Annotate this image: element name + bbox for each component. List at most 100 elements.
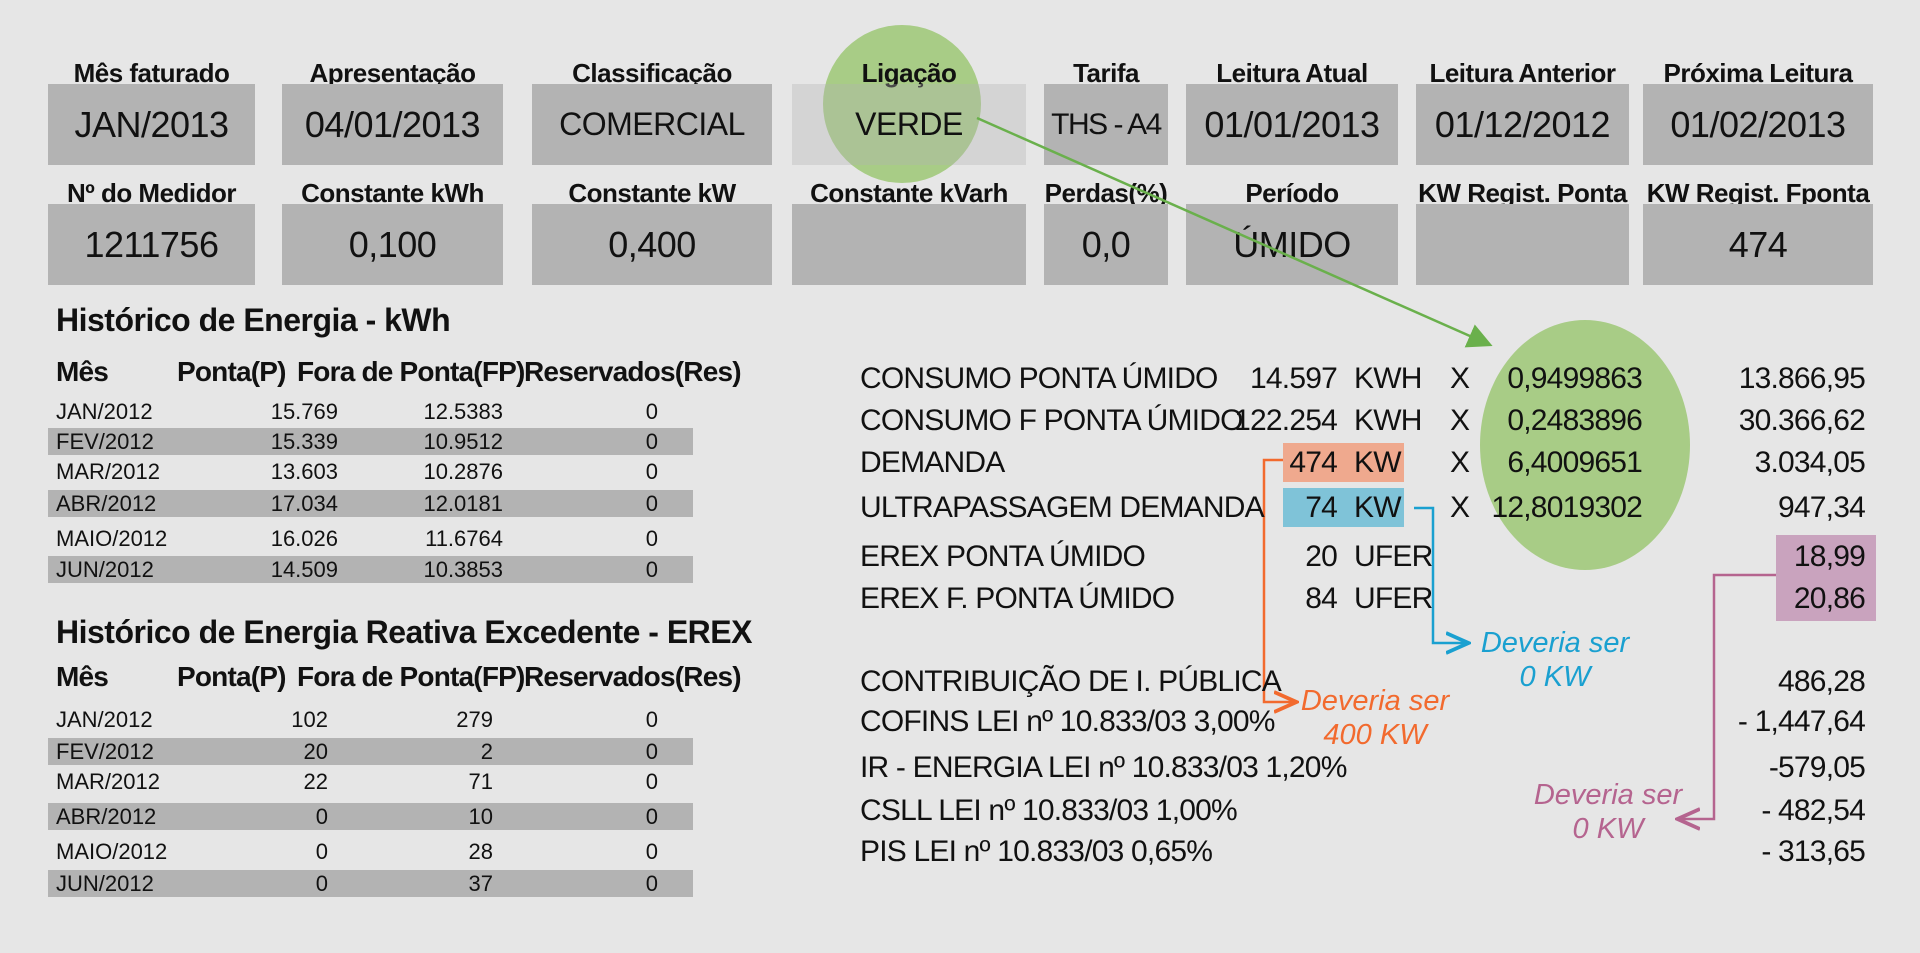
cell-month: JUN/2012	[56, 557, 154, 582]
cell-reservados: 0	[645, 804, 658, 829]
note-blue: Deveria ser 0 KW	[1470, 626, 1640, 694]
billing-unit: KW	[1354, 491, 1402, 524]
field-label-constante-kvarh: Constante kVarh	[810, 178, 1008, 208]
billing-amount: 30.366,62	[1738, 404, 1866, 437]
field-value-medidor: 1211756	[48, 204, 255, 285]
billing-desc: EREX PONTA ÚMIDO	[860, 540, 1146, 573]
cell-ponta: 14.509	[270, 557, 338, 582]
deduction-amount: - 1,447,64	[1737, 705, 1866, 738]
billing-unit: KWH	[1354, 404, 1422, 437]
field-label-tarifa: Tarifa	[1073, 58, 1139, 88]
highlight-circle-ligacao	[823, 25, 981, 183]
note-purple-line2: 0 KW	[1572, 813, 1644, 845]
billing-op: X	[1450, 446, 1470, 479]
table-row: ABR/2012 0 10 0	[48, 803, 693, 830]
billing-unit: KWH	[1354, 362, 1422, 395]
field-value-kw-regist-ponta	[1416, 204, 1629, 285]
note-orange-line2: 400 KW	[1323, 719, 1427, 751]
billing-op: X	[1450, 404, 1470, 437]
deduction-desc: IR - ENERGIA LEI nº 10.833/03 1,20%	[860, 751, 1347, 784]
cell-fora-ponta: 279	[456, 707, 493, 732]
cell-month: ABR/2012	[56, 491, 157, 516]
table-row: JAN/2012 15.769 12.5383 0	[48, 398, 693, 425]
billing-desc: ULTRAPASSAGEM DEMANDA	[860, 491, 1265, 524]
field-value-proxima-leitura: 01/02/2013	[1643, 84, 1873, 165]
field-label-mes-faturado: Mês faturado	[73, 58, 230, 88]
cell-ponta: 17.034	[270, 491, 338, 516]
cell-month: JAN/2012	[56, 399, 153, 424]
note-blue-line1: Deveria ser	[1480, 627, 1630, 659]
cell-fora-ponta: 2	[480, 739, 493, 764]
field-value-constante-kwh: 0,100	[282, 204, 503, 285]
field-label-proxima-leitura: Próxima Leitura	[1663, 58, 1853, 88]
billing-amount: 20,86	[1793, 582, 1866, 615]
billing-qty: 14.597	[1250, 362, 1338, 395]
cell-month: ABR/2012	[56, 804, 157, 829]
cell-fora-ponta: 37	[468, 871, 493, 896]
cell-fora-ponta: 12.0181	[423, 491, 503, 516]
cell-reservados: 0	[645, 459, 658, 484]
field-label-constante-kw: Constante kW	[568, 178, 736, 208]
highlight-circle-rates	[1480, 320, 1690, 570]
cell-fora-ponta: 10.2876	[423, 459, 503, 484]
billing-amount: 18,99	[1793, 540, 1866, 573]
billing-unit: UFER	[1354, 582, 1433, 615]
erex-highlight	[1776, 535, 1876, 621]
note-orange: Deveria ser 400 KW	[1290, 684, 1460, 752]
cell-fora-ponta: 10	[468, 804, 493, 829]
deduction-amount: 486,28	[1778, 665, 1866, 698]
cell-month: FEV/2012	[56, 429, 154, 454]
erex-history-title: Histórico de Energia Reativa Excedente -…	[56, 614, 752, 650]
billing-unit: UFER	[1354, 540, 1433, 573]
cell-reservados: 0	[645, 399, 658, 424]
table-row: FEV/2012 20 2 0	[48, 738, 693, 765]
cell-ponta: 16.026	[270, 526, 338, 551]
field-label-kw-regist-ponta: KW Regist. Ponta	[1418, 178, 1627, 208]
cell-fora-ponta: 10.3853	[423, 557, 503, 582]
billing-amount: 3.034,05	[1754, 446, 1866, 479]
field-label-constante-kwh: Constante kWh	[301, 178, 484, 208]
cell-month: MAIO/2012	[56, 839, 168, 864]
billing-desc: EREX F. PONTA ÚMIDO	[860, 582, 1175, 615]
deduction-amount: - 313,65	[1761, 835, 1865, 868]
table-row: MAIO/2012 16.026 11.6764 0	[48, 525, 693, 552]
field-value-constante-kw: 0,400	[532, 204, 772, 285]
cell-month: FEV/2012	[56, 739, 154, 764]
purple-connector	[1680, 573, 1776, 819]
cell-reservados: 0	[645, 871, 658, 896]
blue-connector	[1414, 506, 1466, 643]
field-value-mes-faturado: JAN/2013	[48, 84, 255, 165]
field-value-perdas: 0,0	[1044, 204, 1168, 285]
field-value-constante-kvarh	[792, 204, 1026, 285]
cell-fora-ponta: 28	[468, 839, 493, 864]
note-blue-line2: 0 KW	[1519, 661, 1591, 693]
billing-desc: CONSUMO F PONTA ÚMIDO	[860, 404, 1243, 437]
field-label-periodo: Período	[1245, 178, 1339, 208]
cell-reservados: 0	[645, 839, 658, 864]
table-row: JUN/2012 14.509 10.3853 0	[48, 556, 693, 583]
field-label-kw-regist-fponta: KW Regist. Fponta	[1646, 178, 1870, 208]
table-row: MAR/2012 22 71 0	[48, 768, 693, 795]
cell-fora-ponta: 10.9512	[423, 429, 503, 454]
cell-month: MAR/2012	[56, 459, 160, 484]
cell-ponta: 0	[315, 839, 328, 864]
energy-col-mes: Mês	[56, 356, 109, 387]
demand-highlight	[1283, 443, 1404, 482]
cell-month: JUN/2012	[56, 871, 154, 896]
field-label-leitura-anterior: Leitura Anterior	[1429, 58, 1616, 88]
deduction-desc: CONTRIBUIÇÃO DE I. PÚBLICA	[860, 665, 1282, 698]
billing-desc: DEMANDA	[860, 446, 1005, 479]
billing-rate: 6,4009651	[1507, 446, 1642, 479]
billing-op: X	[1450, 362, 1470, 395]
deduction-desc: PIS LEI nº 10.833/03 0,65%	[860, 835, 1213, 868]
cell-month: JAN/2012	[56, 707, 153, 732]
field-label-leitura-atual: Leitura Atual	[1216, 58, 1368, 88]
erex-col-reservados: Reservados(Res)	[524, 661, 742, 692]
erex-col-mes: Mês	[56, 661, 109, 692]
billing-qty: 122.254	[1234, 404, 1338, 437]
erex-col-fora-ponta: Fora de Ponta(FP)	[297, 661, 525, 692]
cell-reservados: 0	[645, 526, 658, 551]
billing-rate: 12,8019302	[1491, 491, 1643, 524]
field-value-tarifa: THS - A4	[1044, 84, 1168, 165]
